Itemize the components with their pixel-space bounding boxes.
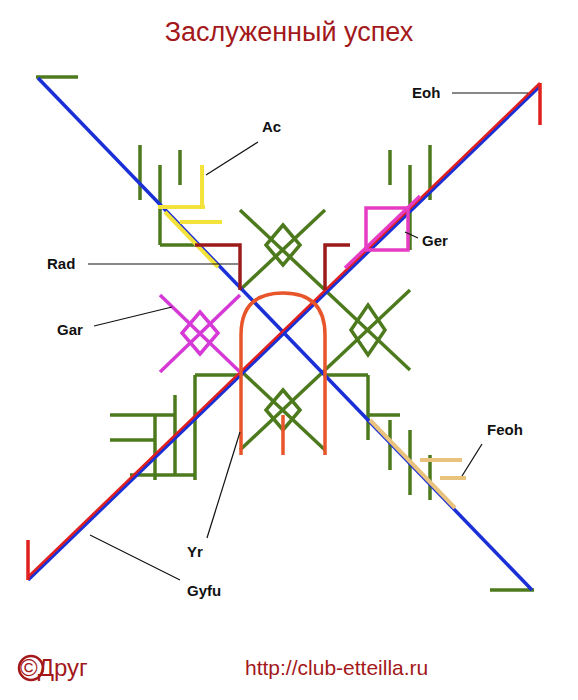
rune-label: Yr [185,544,205,561]
rune-label: Gyfu [185,583,223,600]
copyright: ©Друг [20,655,88,681]
title: Заслуженный успех [165,18,414,48]
rune-label: Rad [45,256,77,273]
rune-label: Feoh [485,422,525,439]
watermark-url: http://club-etteilla.ru [245,656,428,679]
rune-label: Gar [55,322,85,339]
rune-label: Eoh [410,85,442,102]
rune-label: Ger [420,233,450,250]
rune-label: Ac [260,119,283,136]
